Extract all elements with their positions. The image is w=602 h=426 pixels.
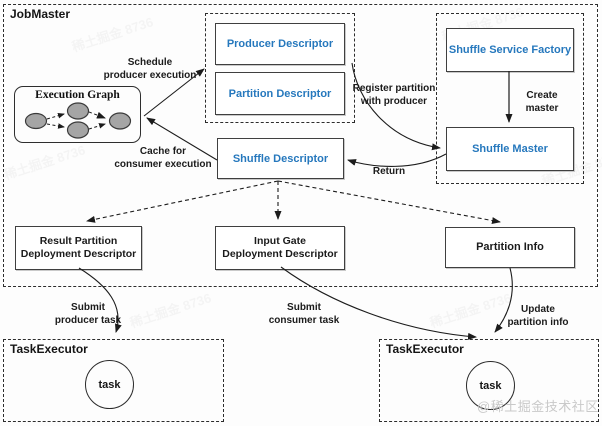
task-executor-left-container: TaskExecutor	[3, 339, 224, 422]
jobmaster-label: JobMaster	[10, 7, 71, 21]
input-gate-deployment-descriptor-box: Input Gate Deployment Descriptor	[215, 226, 345, 270]
edge-label-create-master: Create master	[525, 90, 559, 114]
site-watermark: @稀土掘金技术社区	[477, 399, 599, 414]
edge-label-schedule-producer-execution: Schedule producer execution	[103, 57, 197, 81]
execution-graph-box: Execution Graph	[14, 86, 141, 143]
shuffle-master-box: Shuffle Master	[446, 127, 574, 171]
task-executor-right-container: TaskExecutor	[379, 339, 599, 422]
edge-label-update-partition-info: Update partition info	[507, 304, 569, 328]
faint-watermark: 稀土掘金 8736	[128, 290, 214, 331]
producer-descriptor-box: Producer Descriptor	[215, 23, 345, 65]
task-executor-left-label: TaskExecutor	[10, 342, 88, 356]
task-executor-right-label: TaskExecutor	[386, 342, 464, 356]
edge-label-submit-producer-task: Submit producer task	[54, 302, 122, 326]
edge-label-cache-for-consumer-execution: Cache for consumer execution	[114, 146, 212, 170]
edge-label-return: Return	[372, 166, 406, 177]
shuffle-descriptor-box: Shuffle Descriptor	[217, 138, 344, 179]
edge-label-register-partition: Register partition with producer	[352, 83, 436, 107]
execution-graph-title: Execution Graph	[35, 89, 120, 101]
shuffle-service-factory-box: Shuffle Service Factory	[446, 28, 574, 72]
edge-label-submit-consumer-task: Submit consumer task	[268, 302, 340, 326]
task-node-right: task	[466, 361, 515, 410]
result-partition-deployment-descriptor-box: Result Partition Deployment Descriptor	[15, 226, 142, 270]
task-node-left: task	[85, 360, 134, 409]
faint-watermark: 稀土掘金 8736	[428, 290, 514, 331]
partition-info-box: Partition Info	[445, 227, 575, 268]
partition-descriptor-box: Partition Descriptor	[215, 72, 345, 115]
